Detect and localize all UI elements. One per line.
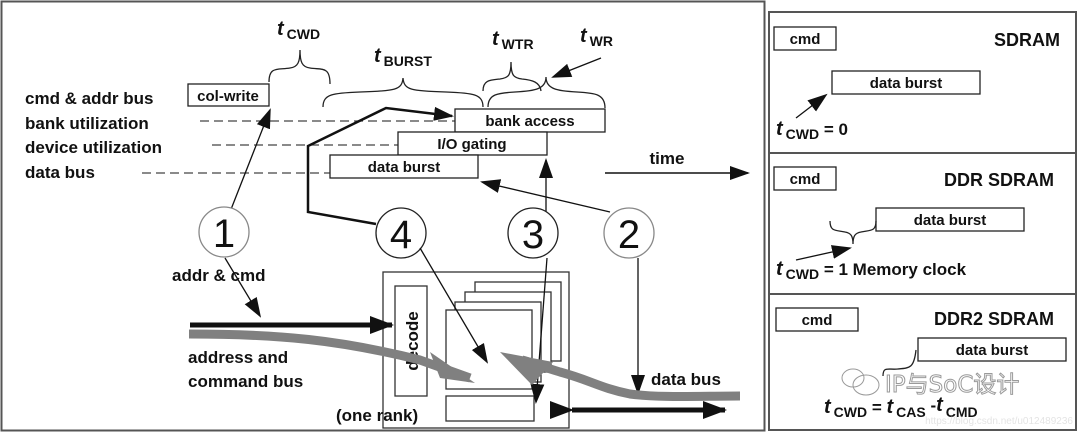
step-2-marker: 2 [603, 207, 655, 259]
ddr2-cmd-box [775, 307, 859, 332]
step-4-number: 4 [390, 213, 412, 257]
data-burst-label: data burst [368, 159, 441, 176]
row-label-bank-utilization: bank utilization [25, 114, 149, 133]
bank-access-label: bank access [485, 113, 574, 130]
ddr2-title: DDR2 SDRAM [934, 309, 1054, 329]
t-cwd-brace [268, 49, 331, 85]
ddr2-cmd-label: cmd [802, 312, 833, 329]
step-4-path [306, 106, 454, 226]
ddr2-data-burst-box [917, 337, 1067, 362]
row-label-data-bus: data bus [25, 163, 95, 182]
sdram-data-burst-label: data burst [870, 75, 943, 92]
step-1-number: 1 [213, 212, 235, 256]
chat-bubble-icon [852, 374, 880, 396]
gray-address-arrowhead [430, 352, 475, 383]
io-gating-label: I/O gating [437, 136, 506, 153]
sdram-arrow [795, 93, 828, 119]
step-1-arrow-down [224, 257, 262, 318]
step-2-arrow-up [480, 179, 611, 213]
step-2-number: 2 [618, 213, 640, 257]
right-panel-frame [768, 11, 1077, 431]
left-panel-frame [0, 0, 766, 432]
step-4-arrow-down [419, 247, 489, 364]
t-wtr-brace [482, 61, 542, 92]
time-label: time [650, 149, 685, 168]
ddr-title: DDR SDRAM [944, 170, 1054, 190]
data-burst-box [329, 154, 479, 179]
ddr2-data-burst-label: data burst [956, 342, 1029, 359]
address-bus-label-2: command bus [188, 372, 303, 391]
ddr-data-burst-label: data burst [914, 212, 987, 229]
watermark: IP与SoC设计 https://blog.csdn.net/u01248923… [841, 368, 1073, 427]
one-rank-label: (one rank) [336, 406, 418, 425]
data-bus-label: data bus [651, 370, 721, 389]
step-1-marker: 1 [198, 206, 250, 258]
step-3-number: 3 [522, 213, 544, 257]
ddr-brace [829, 220, 877, 245]
t-wr-arrow [551, 57, 602, 78]
ddr2-brace [882, 349, 917, 377]
step-3-marker: 3 [507, 207, 559, 259]
step-1-arrow-up [227, 108, 271, 218]
io-buffer-box [445, 395, 535, 422]
row-label-device-utilization: device utilization [25, 138, 162, 157]
gray-address-flow [188, 329, 472, 383]
ddr-arrow [795, 245, 852, 261]
col-write-box [187, 83, 270, 107]
sdram-title: SDRAM [994, 30, 1060, 50]
watermark-brand: IP与SoC设计 [885, 372, 1019, 398]
ddr-data-burst-box [875, 207, 1025, 232]
sdram-cmd-box [773, 26, 837, 51]
t-burst-brace [322, 77, 484, 108]
ddr-cmd-label: cmd [790, 171, 821, 188]
gray-data-arrowhead [500, 352, 553, 385]
watermark-url: https://blog.csdn.net/u012489236 [925, 416, 1073, 427]
t-wr-brace [487, 76, 606, 109]
step-4-marker: 4 [375, 207, 427, 259]
sdram-data-burst-box [831, 70, 981, 95]
address-bus-label-1: address and [188, 348, 288, 367]
decode-box [394, 285, 428, 397]
row-label-cmd-addr-bus: cmd & addr bus [25, 89, 153, 108]
col-write-label: col-write [197, 88, 259, 105]
addr-cmd-label: addr & cmd [172, 266, 266, 285]
ddr-cmd-box [773, 166, 837, 191]
sdram-cmd-label: cmd [790, 31, 821, 48]
